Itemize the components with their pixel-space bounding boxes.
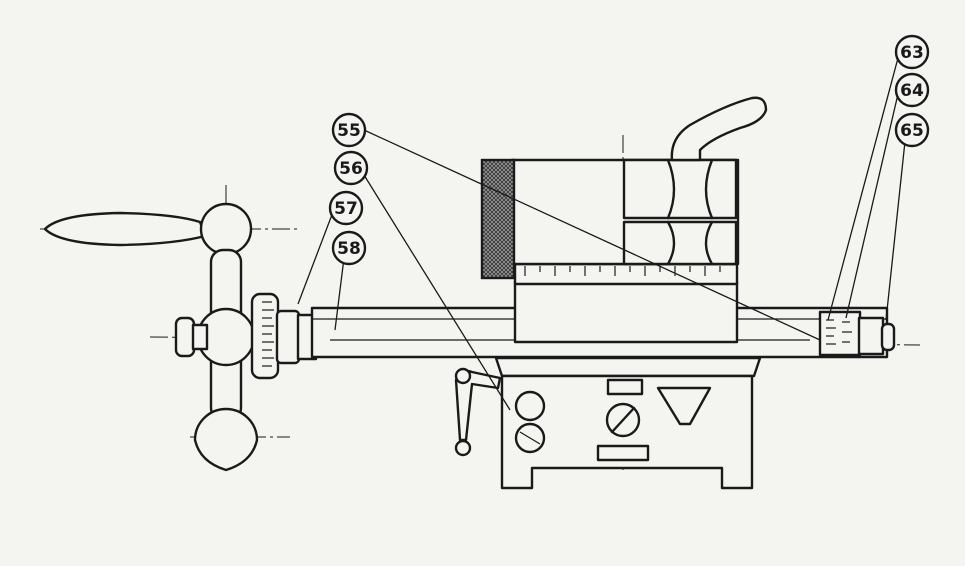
callout-label-57: 57 [334,199,358,219]
handwheel-assembly [43,202,318,472]
knurled-jaw [480,158,516,280]
callout-label-64: 64 [900,81,924,101]
dial-bush [275,309,301,365]
base-casting [454,356,762,490]
end-knob [880,322,896,352]
callout-56: 56 [333,150,369,186]
base-flange [494,356,762,378]
hub-knob [174,316,196,358]
dial-graduations [262,301,274,367]
graduated-ring [513,262,739,286]
dovetail [656,386,712,426]
leader-lines [297,57,907,411]
clamp-block-upper [622,158,738,220]
ring-graduations [524,266,721,276]
end-graduations [826,319,852,345]
callout-65: 65 [894,112,930,148]
callout-55: 55 [331,112,367,148]
end-nut [857,316,885,356]
center-lines [40,135,921,470]
callout-57: 57 [328,190,364,226]
callout-63: 63 [894,34,930,70]
upper-ball [199,202,253,256]
callout-64: 64 [894,72,930,108]
callout-label-56: 56 [339,159,363,179]
lock-screw-upper [514,390,546,422]
callout-label-63: 63 [900,43,924,63]
clamp-block-lower [622,220,738,266]
clamp-lever [670,96,768,162]
callout-label-55: 55 [337,121,361,141]
hub-collar [191,323,209,351]
callout-label-58: 58 [337,239,361,259]
base-boss [606,378,644,396]
callout-58: 58 [331,230,367,266]
head-riser [513,280,739,344]
vice-head [480,96,768,344]
lower-ball [193,407,259,472]
base-foot-boss [596,444,650,462]
callout-label-65: 65 [900,121,924,141]
crank-handle [43,211,207,247]
end-cap [818,310,862,357]
